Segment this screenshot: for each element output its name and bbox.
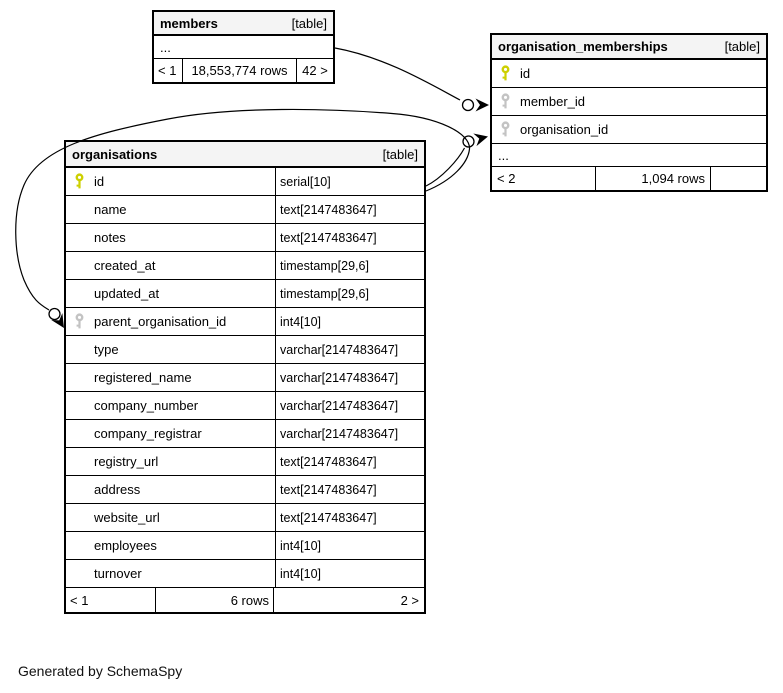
organisations-footer-rowcount: 6 rows (156, 588, 274, 612)
column-name: type (94, 342, 119, 357)
memberships-footer-left: < 2 (492, 167, 596, 190)
column-name: registered_name (94, 370, 192, 385)
column-row-company-number: company_number varchar[2147483647] (66, 392, 424, 420)
members-collapsed-columns: ... (154, 36, 333, 59)
column-type: varchar[2147483647] (275, 364, 424, 391)
column-name: organisation_id (520, 122, 609, 137)
column-row-website-url: website_url text[2147483647] (66, 504, 424, 532)
column-name: company_registrar (94, 426, 202, 441)
column-type: text[2147483647] (275, 476, 424, 503)
column-row-id: id serial[10] (66, 168, 424, 196)
table-organisations[interactable]: organisations [table] id serial[10] name… (64, 140, 426, 614)
column-name: created_at (94, 258, 156, 273)
column-type: varchar[2147483647] (275, 420, 424, 447)
column-name: registry_url (94, 454, 159, 469)
table-type-tag: [table] (291, 15, 327, 31)
table-title: organisations (72, 146, 158, 162)
column-name: name (94, 202, 127, 217)
column-row-created-at: created_at timestamp[29,6] (66, 252, 424, 280)
column-type: text[2147483647] (275, 196, 424, 223)
memberships-footer-right (711, 167, 766, 190)
organisations-footer-left: < 1 (66, 588, 156, 612)
column-row-parent-organisation-id: parent_organisation_id int4[10] (66, 308, 424, 336)
column-name: employees (94, 538, 157, 553)
column-row-company-registrar: company_registrar varchar[2147483647] (66, 420, 424, 448)
column-type: int4[10] (275, 560, 424, 587)
memberships-footer-rowcount: 1,094 rows (596, 167, 711, 190)
column-type: timestamp[29,6] (275, 252, 424, 279)
column-name: notes (94, 230, 126, 245)
column-name: website_url (94, 510, 160, 525)
column-row-turnover: turnover int4[10] (66, 560, 424, 588)
column-row-address: address text[2147483647] (66, 476, 424, 504)
column-type: text[2147483647] (275, 448, 424, 475)
edge-organisations-organisation-id (425, 133, 488, 187)
column-name: turnover (94, 566, 142, 581)
table-type-tag: [table] (382, 146, 418, 162)
foreign-key-icon (74, 313, 94, 330)
memberships-collapsed-columns: ... (492, 144, 766, 167)
column-row-registered-name: registered_name varchar[2147483647] (66, 364, 424, 392)
column-name: company_number (94, 398, 199, 413)
column-type: timestamp[29,6] (275, 280, 424, 307)
column-type: serial[10] (275, 168, 424, 195)
table-title: members (160, 15, 218, 31)
table-members[interactable]: members [table] ... < 1 18,553,774 rows … (152, 10, 335, 84)
column-row-organisation-id: organisation_id (492, 116, 766, 144)
column-name: id (520, 66, 531, 81)
column-row-name: name text[2147483647] (66, 196, 424, 224)
column-row-notes: notes text[2147483647] (66, 224, 424, 252)
column-name: member_id (520, 94, 586, 109)
column-row-updated-at: updated_at timestamp[29,6] (66, 280, 424, 308)
column-row-registry-url: registry_url text[2147483647] (66, 448, 424, 476)
column-type: text[2147483647] (275, 504, 424, 531)
column-type: varchar[2147483647] (275, 392, 424, 419)
members-footer-right: 42 > (302, 63, 328, 78)
column-type: text[2147483647] (275, 224, 424, 251)
column-row-id: id (492, 60, 766, 88)
generated-by-label: Generated by SchemaSpy (18, 663, 183, 679)
foreign-key-icon (500, 93, 520, 110)
table-title: organisation_memberships (498, 39, 668, 54)
foreign-key-icon (500, 121, 520, 138)
primary-key-icon (500, 65, 520, 82)
table-organisations-header[interactable]: organisations [table] (66, 142, 424, 168)
column-type: int4[10] (275, 532, 424, 559)
primary-key-icon (74, 173, 94, 190)
organisations-footer: < 1 6 rows 2 > (66, 588, 424, 612)
table-organisation-memberships-header[interactable]: organisation_memberships [table] (492, 35, 766, 60)
members-footer: < 1 18,553,774 rows 42 > (154, 59, 333, 82)
members-footer-left: < 1 (154, 59, 183, 82)
column-type: int4[10] (275, 308, 424, 335)
column-row-employees: employees int4[10] (66, 532, 424, 560)
column-row-type: type varchar[2147483647] (66, 336, 424, 364)
table-type-tag: [table] (724, 39, 760, 54)
members-footer-rowcount: 18,553,774 rows (183, 59, 297, 82)
column-name: id (94, 174, 105, 189)
column-type: varchar[2147483647] (275, 336, 424, 363)
column-name: parent_organisation_id (94, 314, 227, 329)
column-name: address (94, 482, 141, 497)
column-name: updated_at (94, 286, 160, 301)
table-members-header[interactable]: members [table] (154, 12, 333, 36)
table-organisation-memberships[interactable]: organisation_memberships [table] id (490, 33, 768, 192)
organisations-footer-right: 2 > (400, 592, 419, 608)
memberships-footer: < 2 1,094 rows (492, 167, 766, 190)
column-row-member-id: member_id (492, 88, 766, 116)
ellipsis-label: ... (498, 147, 509, 163)
ellipsis-label: ... (160, 39, 171, 55)
edge-members-member-id (334, 47, 489, 112)
